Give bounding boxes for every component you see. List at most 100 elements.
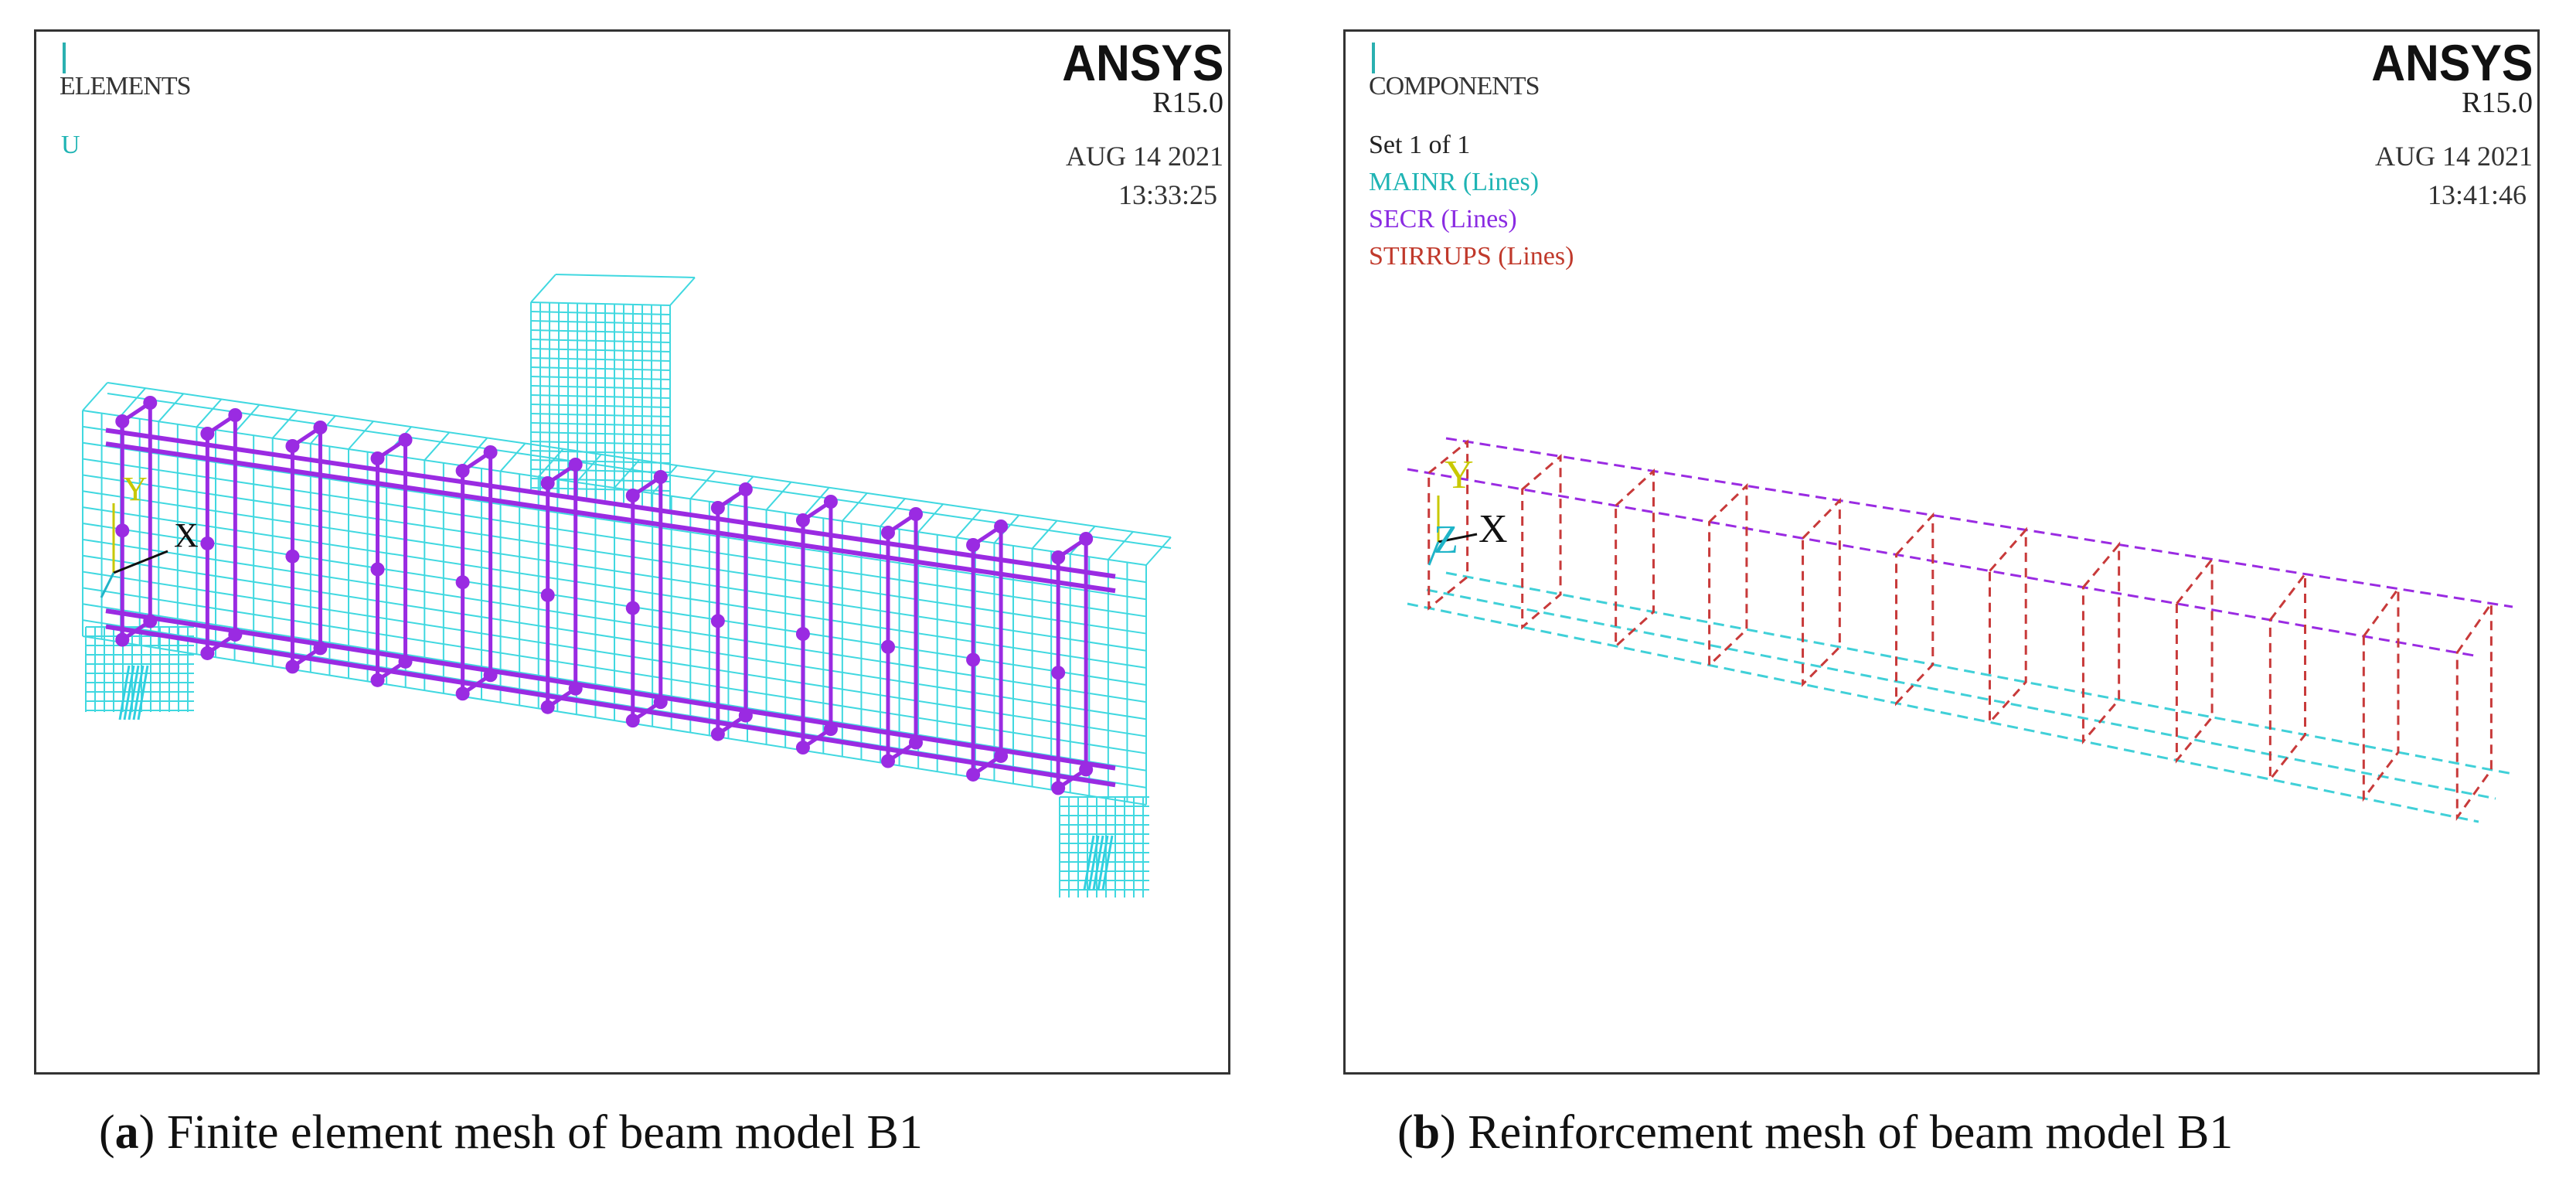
triad-z-label: Z (1434, 518, 1458, 562)
rebar-node (313, 421, 328, 434)
main-rebar (1407, 602, 2479, 823)
support-constraint-arrow (1092, 835, 1104, 891)
rebar-node (285, 659, 300, 674)
rebar-node (738, 708, 753, 723)
rebar-node (200, 645, 215, 660)
support-constraint-arrow (1101, 835, 1114, 891)
mesh-line (530, 413, 671, 417)
rebar-node (115, 632, 130, 647)
mesh-line (765, 481, 792, 511)
stirrup (2081, 541, 2121, 744)
secondary-rebar (1445, 437, 2513, 608)
mesh-line (530, 348, 671, 353)
rebar-node (710, 614, 725, 628)
main-rebar (1445, 571, 2513, 775)
mesh-line (271, 410, 298, 439)
rebar-node (881, 754, 895, 768)
mesh-line (1145, 536, 1172, 566)
view-label: ELEMENTS (60, 72, 192, 100)
rebar-node (370, 562, 385, 577)
rebar-node (285, 549, 300, 564)
triad-x-label: X (174, 516, 199, 554)
rebar-node (795, 513, 810, 527)
mesh-line (530, 441, 671, 445)
rebar-node (228, 408, 243, 422)
rebar-node (881, 639, 895, 654)
support-constraint-arrow (1083, 835, 1095, 891)
mesh-line (530, 274, 556, 303)
mesh-line (530, 468, 671, 473)
mesh-line (880, 498, 906, 527)
ansys-logo: ANSYS (1061, 34, 1223, 91)
stirrup (205, 411, 237, 657)
mesh-line (82, 587, 1147, 754)
rebar-node (1051, 666, 1066, 680)
mesh-line (461, 437, 488, 467)
stirrup (2362, 584, 2400, 802)
triad-x-axis (113, 550, 168, 574)
rebar-node (795, 627, 810, 642)
stirrup (971, 523, 1003, 778)
stirrup (1521, 454, 1562, 630)
triad-x-label: X (1479, 507, 1508, 551)
caption-text: Finite element mesh of beam model B1 (166, 1106, 923, 1159)
mesh-line (82, 538, 1147, 703)
mesh-line (82, 571, 1147, 737)
window-number-marker (1372, 43, 1375, 73)
coordinate-triad (100, 503, 168, 598)
time-label: 13:41:46 (2427, 179, 2527, 210)
rebar-node (455, 686, 470, 701)
rebar-node (398, 433, 413, 447)
rebar-node (653, 470, 668, 484)
rebar-node (370, 673, 385, 687)
set-label: Set 1 of 1 (1369, 131, 1471, 159)
mesh-line (530, 404, 671, 408)
support-constraint-arrow (1087, 835, 1100, 891)
mesh-line (82, 490, 1147, 652)
rebar-node (966, 767, 981, 782)
mesh-line (530, 431, 671, 436)
reinforcement-group (1407, 437, 2513, 823)
coordinate-triad (1428, 496, 1478, 566)
legend-mainr: MAINR (Lines) (1369, 168, 1540, 196)
rebar-node (710, 501, 725, 515)
mesh-line (82, 554, 1147, 720)
mesh-line (233, 404, 260, 434)
mesh-line (499, 442, 526, 472)
rebar-node (455, 464, 470, 478)
concrete-mesh-group (82, 382, 1172, 806)
rebar-node (909, 735, 923, 750)
rebar-node (143, 396, 158, 410)
mesh-line (530, 339, 671, 343)
caption-b: (b) Reinforcement mesh of beam model B1 (1397, 1106, 2234, 1159)
mesh-line (530, 329, 671, 334)
rebar-node (994, 519, 1009, 533)
rebar-node (881, 526, 895, 540)
rebar-node (115, 523, 130, 538)
caption-tag: b (1413, 1106, 1441, 1159)
rebar-node (200, 536, 215, 550)
mesh-line (803, 487, 830, 516)
time-label: 13:33:25 (1118, 179, 1217, 210)
view-label: COMPONENTS (1369, 72, 1540, 100)
rebar-node (625, 601, 640, 615)
mesh-line (530, 450, 671, 455)
rebar-node (966, 652, 981, 667)
mesh-line (530, 357, 671, 362)
support-constraint-arrow (1097, 835, 1109, 891)
longitudinal-rebar (105, 427, 1116, 579)
stirrup (290, 424, 322, 671)
stirrup (1802, 497, 1841, 687)
triad-z-axis (1428, 541, 1440, 566)
stirrup (886, 510, 918, 765)
finite-element-mesh-panel: ELEMENTS U ANSYS R15.0 AUG 14 2021 13:33… (34, 29, 1230, 1075)
rebar-node (540, 588, 555, 602)
mesh-line (576, 454, 602, 483)
rebar-node (823, 495, 838, 509)
reinforcement-mesh-panel: COMPONENTS Set 1 of 1 MAINR (Lines) SECR… (1343, 29, 2540, 1075)
rebar-node (455, 575, 470, 590)
rebar-node (483, 445, 498, 459)
rebar-node (1079, 532, 1094, 546)
mesh-line (120, 387, 146, 417)
stirrup (801, 498, 833, 751)
